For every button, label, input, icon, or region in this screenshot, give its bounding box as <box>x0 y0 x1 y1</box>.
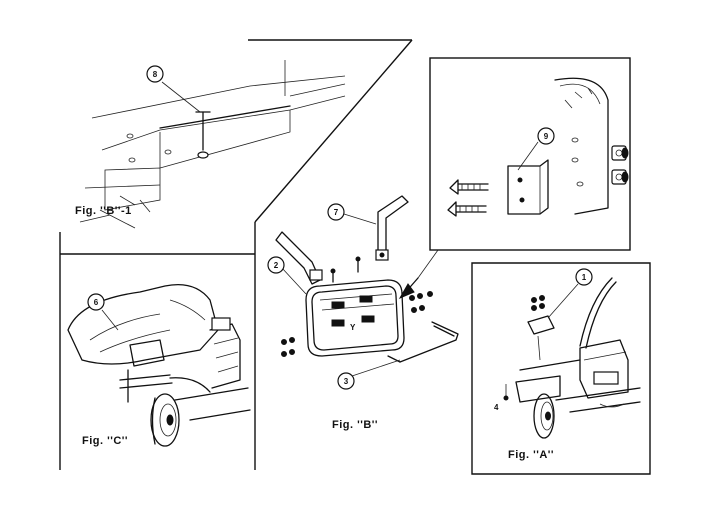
callout-9-number: 9 <box>544 132 549 141</box>
callout-8-number: 8 <box>153 70 158 79</box>
fig-b-drawing: Y <box>275 195 459 377</box>
fig-a-label: Fig. ''A'' <box>508 449 554 461</box>
fig-9-drawing <box>447 77 629 217</box>
callout-1: 1 <box>575 268 593 286</box>
callout-2: 2 <box>267 256 285 274</box>
callout-7: 7 <box>327 203 345 221</box>
fig-b1-drawing <box>79 60 346 229</box>
panel-frames <box>59 39 651 475</box>
svg-text:Y: Y <box>350 323 356 332</box>
fig-c-drawing <box>67 283 251 447</box>
fig-b1-label: Fig. ''B''-1 <box>75 205 132 217</box>
callout-6: 6 <box>87 293 105 311</box>
fig-c-label: Fig. ''C'' <box>82 435 128 447</box>
callout-4-number: 4 <box>494 403 499 412</box>
callout-1-number: 1 <box>582 273 587 282</box>
callout-6-number: 6 <box>94 298 99 307</box>
fig-a-drawing <box>503 277 641 439</box>
callout-2-number: 2 <box>274 261 279 270</box>
callout-3-number: 3 <box>344 377 349 386</box>
callout-8: 8 <box>146 65 164 83</box>
fig-b-label: Fig. ''B'' <box>332 419 378 431</box>
callout-9: 9 <box>537 127 555 145</box>
callout-7-number: 7 <box>334 208 339 217</box>
callout-3: 3 <box>337 372 355 390</box>
